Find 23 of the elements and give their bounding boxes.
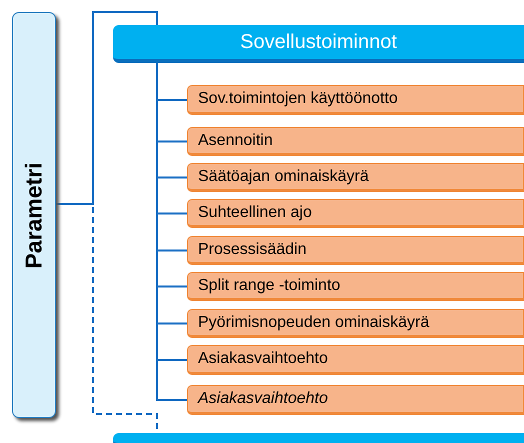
function-box [187,236,524,265]
item-text: Suhteellinen ajo [198,204,312,222]
parameter-box [12,12,56,418]
vertical-label: Parametri [20,162,48,268]
function-box [187,199,524,228]
function-box [187,309,524,338]
header-bar [113,25,524,63]
header-text: Sovellustoiminnot [240,30,397,54]
header-bar [113,433,524,443]
item-text: Split range -toiminto [198,276,340,294]
function-box [187,85,524,115]
function-box [187,385,524,415]
item-text: Sov.toimintojen käyttöönotto [198,90,398,108]
item-text: Asiakasvaihtoehto [198,350,328,368]
function-box [187,127,524,156]
item-text: Prosessisäädin [198,240,306,258]
item-text: Säätöajan ominaiskäyrä [198,168,369,186]
item-text: Asiakasvaihtoehto [198,390,328,408]
function-box [187,345,524,375]
function-box [187,272,524,301]
item-text: Asennoitin [198,132,273,150]
item-text: Pyörimisnopeuden ominaiskäyrä [198,314,430,332]
function-box [187,163,524,192]
